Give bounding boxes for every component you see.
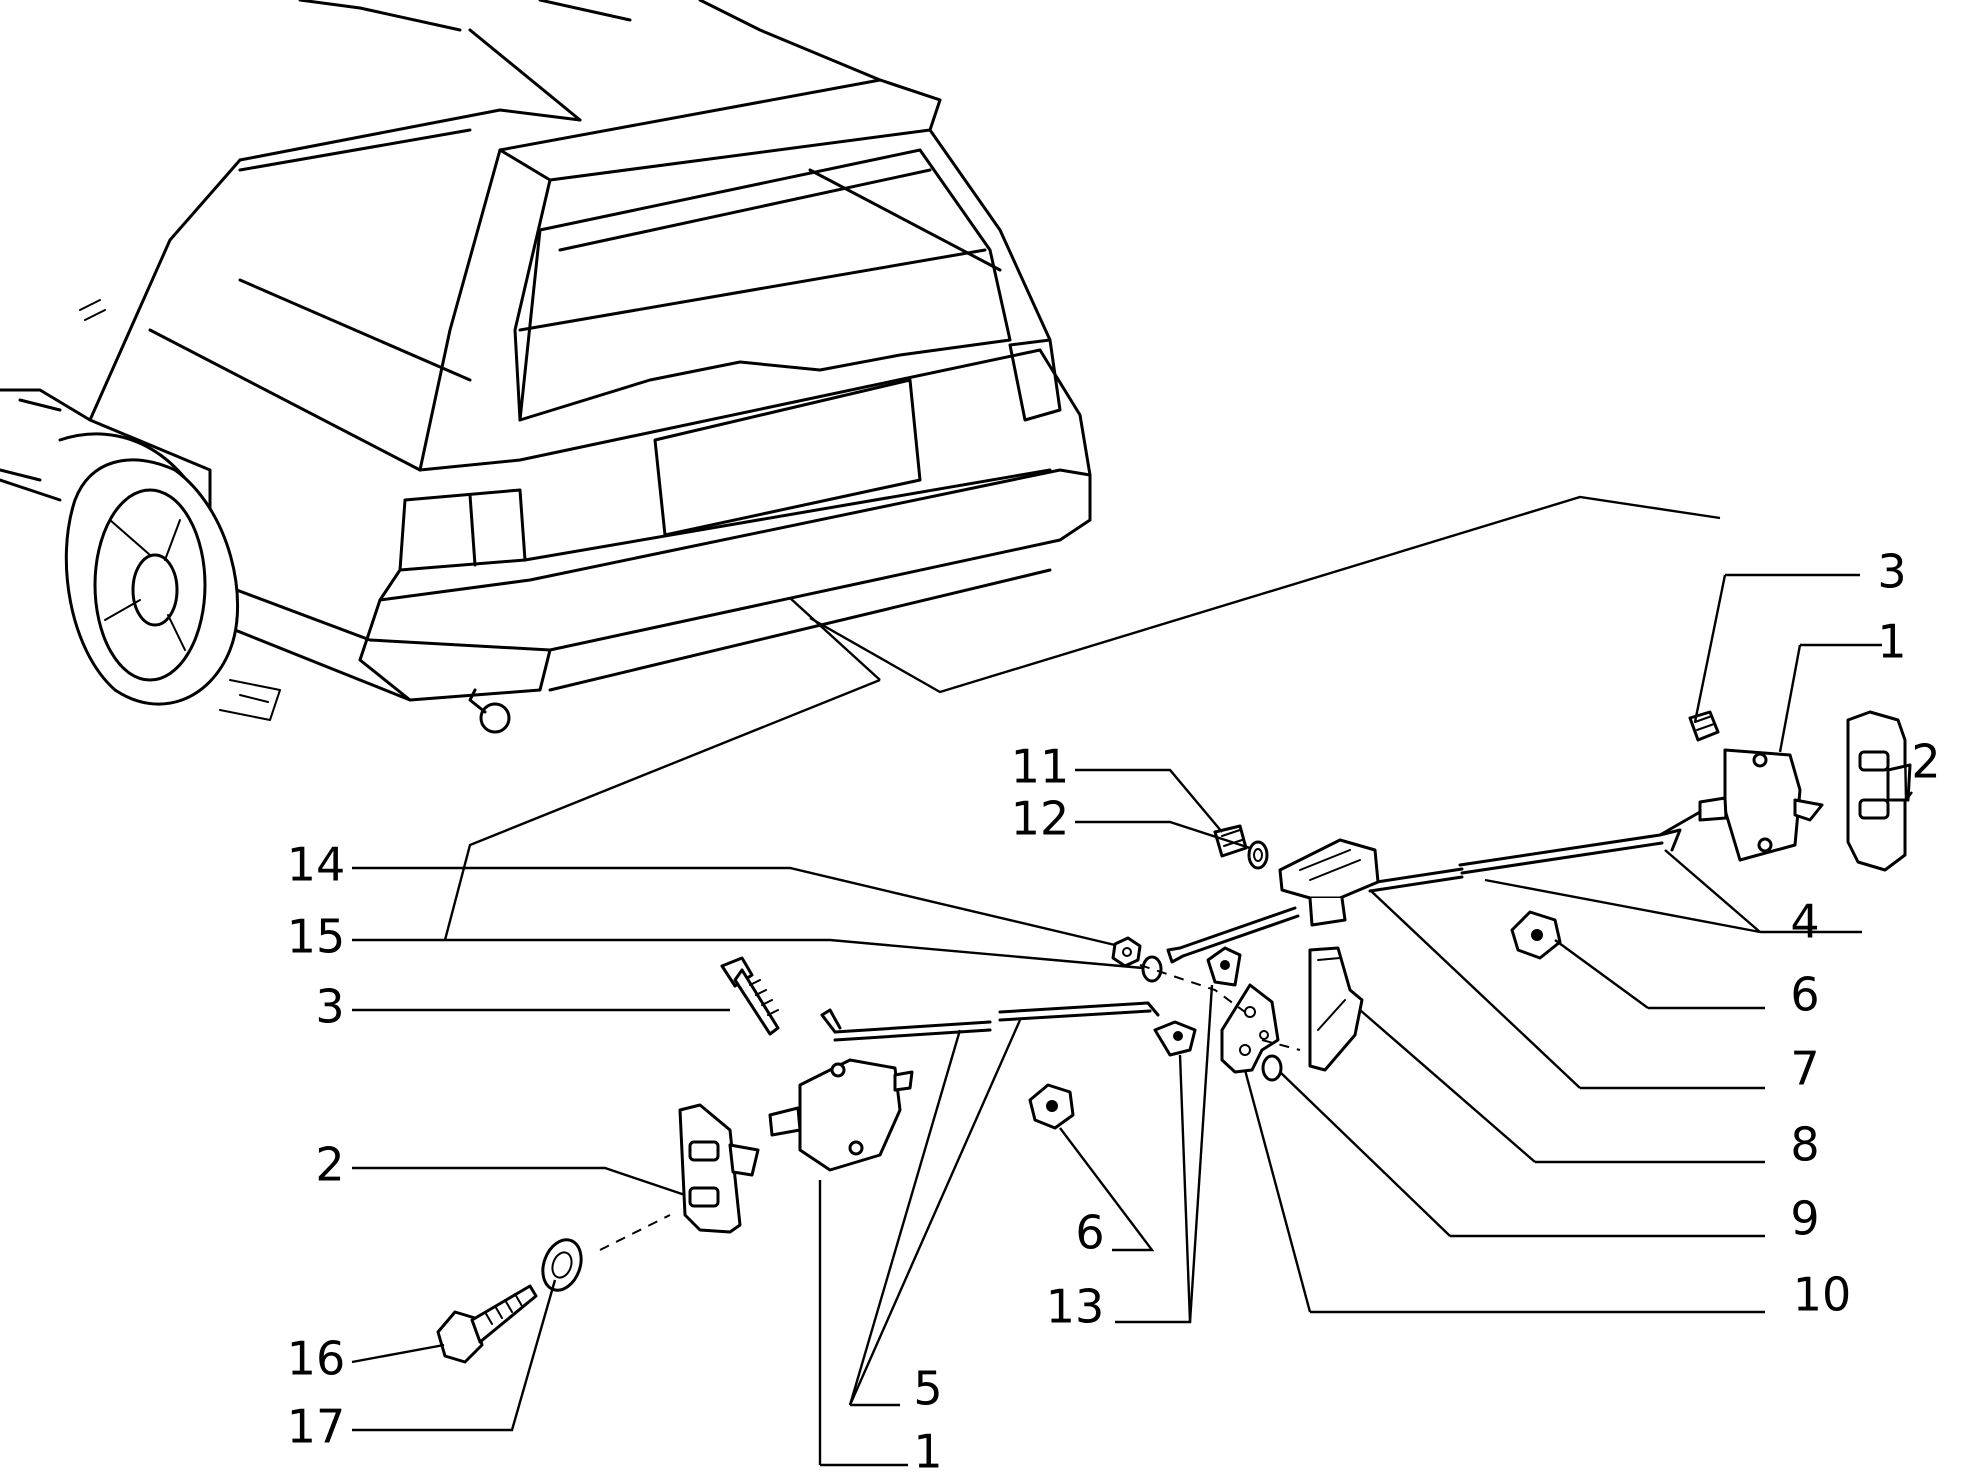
- screw-part-3-top: [1688, 710, 1720, 742]
- callout-6-mid: 6: [1075, 1206, 1104, 1260]
- callout-3-top: 3: [1877, 545, 1906, 599]
- actuator-handle-part-7: [1278, 838, 1380, 927]
- callout-9: 9: [1790, 1192, 1819, 1246]
- callout-10: 10: [1793, 1268, 1852, 1322]
- nut-part-14: [1111, 936, 1142, 968]
- callout-14: 14: [287, 838, 346, 892]
- callout-2-top: 2: [1911, 735, 1940, 789]
- striker-plate-part-2-bottom: [678, 1103, 760, 1234]
- callout-4: 4: [1790, 895, 1819, 949]
- control-rods-part-4: [1368, 810, 1702, 893]
- callout-15: 15: [287, 910, 346, 964]
- callout-8: 8: [1790, 1118, 1819, 1172]
- washer-part-17: [541, 1238, 583, 1292]
- assembly-bracket-lines: [443, 495, 1721, 941]
- control-rods-part-5: [820, 1001, 1160, 1042]
- grommet-part-6-right: [1510, 910, 1562, 960]
- callout-7: 7: [1790, 1042, 1819, 1096]
- clip-part-13-upper: [1206, 946, 1242, 987]
- leader-lines: [351, 573, 1913, 1467]
- lock-body-part-1-top: [1698, 748, 1824, 862]
- callout-labels: 3 1 2 11 12 14 15 3 2 16 17 5 1 6 13 4 6…: [287, 545, 1941, 1473]
- callout-6-right: 6: [1790, 968, 1819, 1022]
- bolt-part-16: [436, 1284, 538, 1364]
- callout-16: 16: [287, 1332, 346, 1386]
- washer-part-12: [1247, 840, 1269, 870]
- callout-3-left: 3: [315, 980, 344, 1034]
- lock-body-part-1-bottom: [768, 1058, 914, 1172]
- car-rear-illustration: [0, 0, 1092, 734]
- callout-5: 5: [913, 1362, 942, 1416]
- washer-part-15: [1141, 955, 1163, 983]
- screw-part-3-left: [720, 956, 780, 1036]
- bracket-plate-part-10: [1220, 983, 1280, 1074]
- clip-part-13-lower: [1153, 1020, 1197, 1057]
- callout-17: 17: [287, 1400, 346, 1454]
- callout-11: 11: [1011, 740, 1070, 794]
- callout-1-bottom: 1: [913, 1425, 942, 1473]
- lever-part-8: [1308, 946, 1364, 1072]
- grommet-part-6-mid: [1028, 1083, 1075, 1130]
- callout-12: 12: [1011, 792, 1070, 846]
- washer-part-9: [1261, 1054, 1283, 1082]
- callout-1-top: 1: [1877, 615, 1906, 669]
- callout-13: 13: [1046, 1280, 1105, 1334]
- striker-plate-part-2-top: [1846, 710, 1912, 872]
- callout-2-left: 2: [315, 1138, 344, 1192]
- alignment-dashes: [599, 964, 1301, 1251]
- rod-upper-left: [1166, 906, 1300, 964]
